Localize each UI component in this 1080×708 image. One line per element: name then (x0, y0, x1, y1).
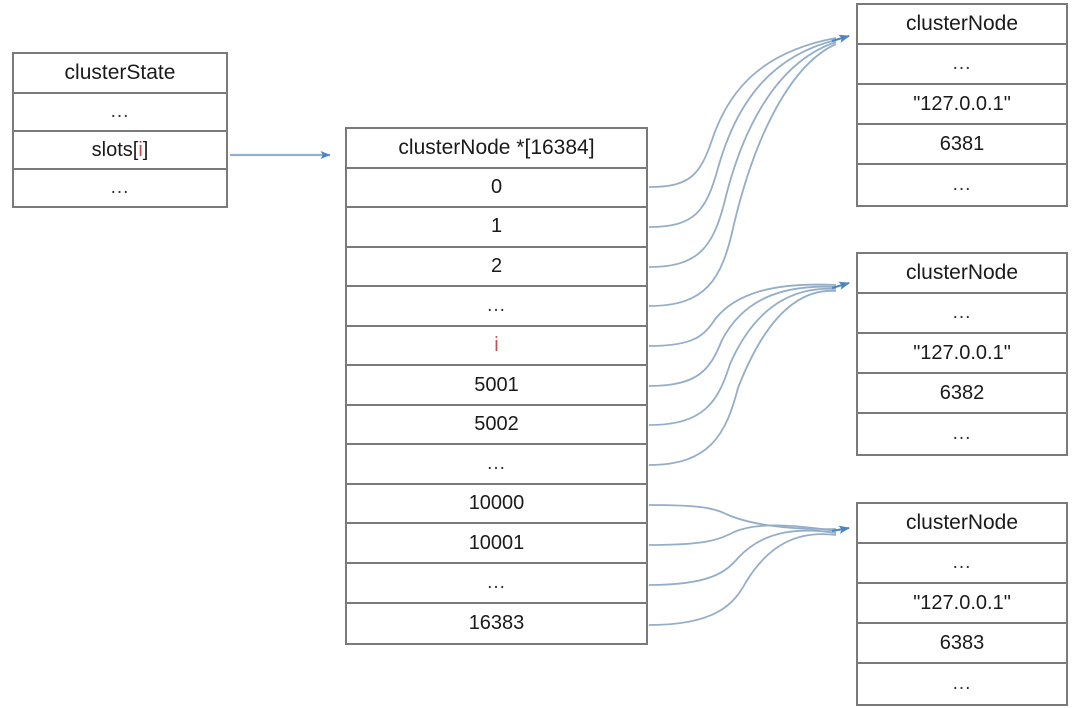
cluster-node-ellipsis-top: ... (858, 544, 1066, 584)
cluster-node-title: clusterNode (858, 504, 1066, 544)
slots-array-table: clusterNode *[16384] 0 1 2 ... i 5001 50… (345, 127, 648, 645)
cluster-node-ellipsis-bottom: ... (858, 414, 1066, 454)
slots-array-row: 5001 (347, 366, 646, 406)
cluster-node-title: clusterNode (858, 5, 1066, 45)
cluster-node-port: 6381 (858, 125, 1066, 165)
cluster-node-ip: "127.0.0.1" (858, 334, 1066, 374)
slots-array-row: 2 (347, 247, 646, 288)
cluster-node-ip: "127.0.0.1" (858, 85, 1066, 125)
slots-field-label: slots[ (91, 138, 139, 161)
slots-array-row: 10001 (347, 524, 646, 565)
cluster-node-struct-6381: clusterNode ... "127.0.0.1" 6381 ... (856, 3, 1068, 207)
slots-array-row: ... (347, 564, 646, 604)
cluster-node-struct-6382: clusterNode ... "127.0.0.1" 6382 ... (856, 252, 1068, 456)
slots-array-row: ... (347, 287, 646, 327)
cluster-state-slots-field: slots[i] (14, 132, 226, 170)
slots-array-row: 1 (347, 208, 646, 248)
cluster-node-ip: "127.0.0.1" (858, 584, 1066, 624)
cluster-node-title: clusterNode (858, 254, 1066, 294)
cluster-node-port: 6383 (858, 624, 1066, 664)
connector-group-6383 (648, 504, 850, 626)
cluster-state-ellipsis-top: ... (14, 94, 226, 132)
slots-array-row: 0 (347, 168, 646, 209)
slots-array-row: 5002 (347, 405, 646, 446)
slots-field-bracket-close: ] (142, 138, 149, 161)
cluster-node-ellipsis-bottom: ... (858, 664, 1066, 704)
slots-array-header: clusterNode *[16384] (347, 129, 646, 169)
slots-index-i: i (138, 138, 143, 161)
cluster-state-title: clusterState (14, 54, 226, 94)
cluster-state-struct: clusterState ... slots[i] ... (12, 52, 228, 208)
cluster-node-ellipsis-top: ... (858, 294, 1066, 334)
cluster-node-port: 6382 (858, 374, 1066, 414)
slots-array-row-highlight: i (347, 326, 646, 367)
slots-array-row: 10000 (347, 484, 646, 525)
cluster-node-ellipsis-top: ... (858, 45, 1066, 85)
slots-array-row: 16383 (347, 603, 646, 644)
cluster-state-ellipsis-bottom: ... (14, 170, 226, 206)
connector-group-6382 (648, 281, 850, 466)
connector-group-6381 (648, 34, 850, 307)
cluster-node-ellipsis-bottom: ... (858, 165, 1066, 205)
cluster-node-struct-6383: clusterNode ... "127.0.0.1" 6383 ... (856, 502, 1068, 706)
slots-array-row: ... (347, 445, 646, 485)
